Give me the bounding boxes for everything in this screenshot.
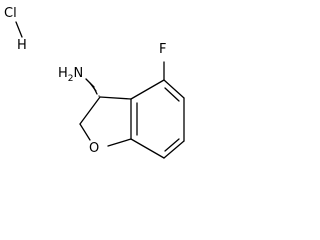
c3-c3a-bond bbox=[99, 96, 132, 100]
benzene-ring bbox=[130, 79, 185, 159]
hydrogen-label: H bbox=[17, 38, 27, 53]
amine-label: H2N bbox=[58, 66, 83, 84]
c3-c2-bond bbox=[79, 96, 101, 125]
c2-o1-bond bbox=[79, 123, 91, 141]
oxygen-label: O bbox=[89, 141, 99, 156]
hashed-wedge-bond bbox=[85, 78, 100, 97]
h-cl-bond bbox=[15, 21, 23, 38]
o1-c7a-bond bbox=[107, 138, 132, 147]
fluorine-label: F bbox=[159, 42, 166, 57]
chlorine-label: Cl bbox=[4, 6, 17, 21]
chemical-structure: Cl H H2N O F bbox=[4, 6, 185, 159]
